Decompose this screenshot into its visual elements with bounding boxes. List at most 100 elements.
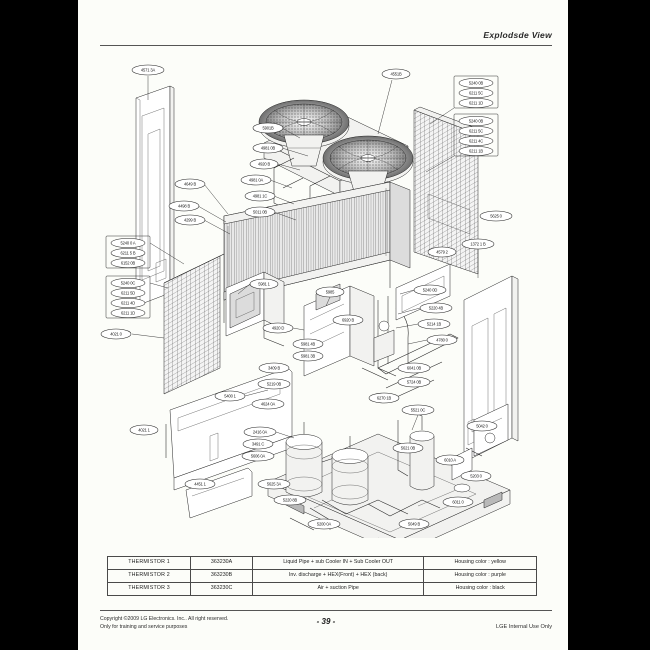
callout-label: 6152 0B — [121, 261, 136, 266]
callout-label: 4920 B — [258, 162, 270, 167]
callout-label: 5901B — [262, 126, 274, 131]
callout-label: 5214 1B — [427, 322, 442, 327]
internal-use-notice: LGE Internal Use Only — [496, 624, 552, 630]
front-service-panel — [165, 367, 293, 491]
callout-label: 6041 0B — [407, 366, 422, 371]
page-title: Explodsde View — [483, 30, 552, 40]
callout-label: 2416 0A — [253, 430, 268, 435]
callout-group-left-2: 5240 0C 6211 5D 6211 4D 6211 1D — [105, 275, 169, 319]
left-side-mesh — [163, 253, 225, 395]
callout-label: 4299 B — [184, 218, 196, 223]
callout-label: 6920 B — [342, 318, 354, 323]
compressor-1 — [285, 422, 341, 498]
thermistor-name: THERMISTOR 2 — [106, 569, 192, 583]
thermistor-code: 363230A — [190, 556, 253, 570]
callout-label: 5621 0B — [401, 446, 416, 451]
callout-label: 5985 — [326, 290, 335, 295]
fan-grille-1 — [258, 99, 350, 167]
callout-label: 6270 1B — [377, 396, 392, 401]
compressor-2 — [331, 436, 369, 506]
callout-group-right-upper-1: 5240 0B 6211 5C 6211 1D — [429, 75, 499, 125]
callout-label: 6211 4D — [121, 301, 135, 306]
callout-group-center-left: 4649 B 4498 B 4299 B 5981 1 — [168, 178, 279, 295]
thermistor-desc: Air + suction Pipe — [251, 582, 425, 596]
valve-piping — [361, 296, 409, 381]
callout-group-lower-center: 5219 0B 4624 0A 2416 0A 3491 C 5606 0A 5… — [241, 378, 430, 530]
left-door-panel — [135, 85, 175, 307]
callout-group-right-upper-2: 5240 0B 6211 5C 6211 4C 6211 1B — [425, 113, 499, 173]
callout-label: 5240 0 A — [121, 241, 136, 246]
callout-label: 4021 0 — [110, 332, 122, 337]
callout-label: 4579 2 — [436, 250, 448, 255]
callout-label: 5049 B — [408, 522, 420, 527]
callout-label: 4780 0 — [436, 338, 448, 343]
callout-group-fan-stack: 5901B 4981 0B 4920 B 4981 0A 4981 1C — [240, 122, 309, 221]
footer-rule — [100, 610, 552, 611]
callout-label: 5606 0A — [251, 454, 266, 459]
callout-label: 5220 8B — [283, 498, 298, 503]
callout-label: 4571 3A — [141, 68, 156, 73]
callout-label: 5240 0C — [121, 281, 136, 286]
exploded-view-drawing: 4571 3A 4551B 5901B 4981 0B — [78, 38, 568, 538]
callout-label: 5981 4B — [301, 342, 316, 347]
callout-label: 5220 4B — [429, 306, 444, 311]
callout-label: 5724 0B — [407, 380, 422, 385]
callout-label: 6211 1B — [469, 149, 483, 154]
thermistor-code: 363230C — [190, 582, 253, 596]
callout-group-left-1: 5240 0 A 6211 5 B 6152 0B — [105, 235, 185, 269]
callout-label: 4920 D — [272, 326, 284, 331]
callout-label: 5521 0C — [411, 408, 426, 413]
table-row: THERMISTOR 1 363230A Liquid Pipe + sub C… — [106, 556, 537, 570]
callout-label: 4649 B — [184, 182, 196, 187]
callout-label: 6211 1D — [121, 311, 135, 316]
thermistor-name: THERMISTOR 1 — [106, 556, 192, 570]
callout-label: 3491 C — [252, 442, 264, 447]
callout-label: 6211 1D — [469, 101, 483, 106]
callout-label: 5981 3B — [301, 354, 316, 359]
manual-page: Explodsde View — [78, 0, 568, 650]
table-row: THERMISTOR 2 363230B Inv. discharge + HE… — [106, 569, 537, 583]
callout-label: 5200 0A — [317, 522, 332, 527]
callout-label: 5219 0B — [267, 382, 282, 387]
copyright-line-1: Copyright ©2009 LG Electronics. Inc.. Al… — [100, 616, 229, 622]
callout-label: 5400 1 — [224, 394, 236, 399]
callout-label: 6211 5D — [121, 291, 135, 296]
callout-label: 5240 0D — [423, 288, 438, 293]
thermistor-table: THERMISTOR 1 363230A Liquid Pipe + sub C… — [106, 556, 537, 596]
callout-label: 4551B — [390, 72, 402, 77]
callout-label: 1372 1 B — [470, 242, 486, 247]
thermistor-house: Housing color : yellow — [423, 556, 537, 570]
callout-label: 6010 A — [444, 458, 456, 463]
callout-label: 6011 0 — [452, 500, 464, 505]
callout-bubbles: 4571 3A 4551B 5901B 4981 0B — [100, 64, 513, 530]
callout-label: 3409 B — [268, 366, 280, 371]
copyright-block: Copyright ©2009 LG Electronics. Inc.. Al… — [100, 615, 228, 631]
callout-group-right-panel: 1372 1 B 4579 2 5625 0 — [427, 210, 513, 278]
front-name-plate — [185, 467, 253, 519]
copyright-line-2: Only for training and service purposes — [100, 624, 188, 631]
callout-label: 5203 0 — [470, 474, 482, 479]
thermistor-desc: Liquid Pipe + sub Cooler IN + Sub Cooler… — [251, 556, 425, 570]
fan-grille-2 — [322, 135, 414, 199]
callout-label: 4981 0A — [249, 178, 264, 183]
page-footer: Copyright ©2009 LG Electronics. Inc.. Al… — [100, 615, 552, 645]
callout-label: 5240 0B — [469, 81, 484, 86]
callout-label: 4981 1C — [253, 194, 268, 199]
callout-label: 6211 5C — [469, 129, 483, 134]
thermistor-code: 363230B — [190, 569, 253, 583]
callout-label: 4498 B — [178, 204, 190, 209]
callout-group-lower-right: 5521 0C 5621 0B 5042 0 5203 0 6010 A 601… — [392, 404, 498, 508]
thermistor-house: Housing color : black — [423, 582, 537, 596]
thermistor-desc: Inv. discharge + HEX(Front) + HEX (back) — [251, 569, 425, 583]
fan-assembly — [258, 99, 414, 249]
callout-label: 4981 0B — [261, 146, 276, 151]
callout-label: 4624 0A — [261, 402, 276, 407]
inverter-pcb-box — [303, 283, 375, 377]
thermistor-name: THERMISTOR 3 — [106, 582, 192, 596]
page-number: - 39 - — [316, 617, 336, 626]
callout-label: 5042 0 — [476, 424, 488, 429]
callout-group-center: 5985 4920 D 6920 B 5981 4B 5981 3B — [262, 286, 364, 362]
thermistor-house: Housing color : purple — [423, 569, 537, 583]
callout-group-lower-left: 5400 1 4021 1 4451 1 3409 B — [129, 362, 290, 490]
